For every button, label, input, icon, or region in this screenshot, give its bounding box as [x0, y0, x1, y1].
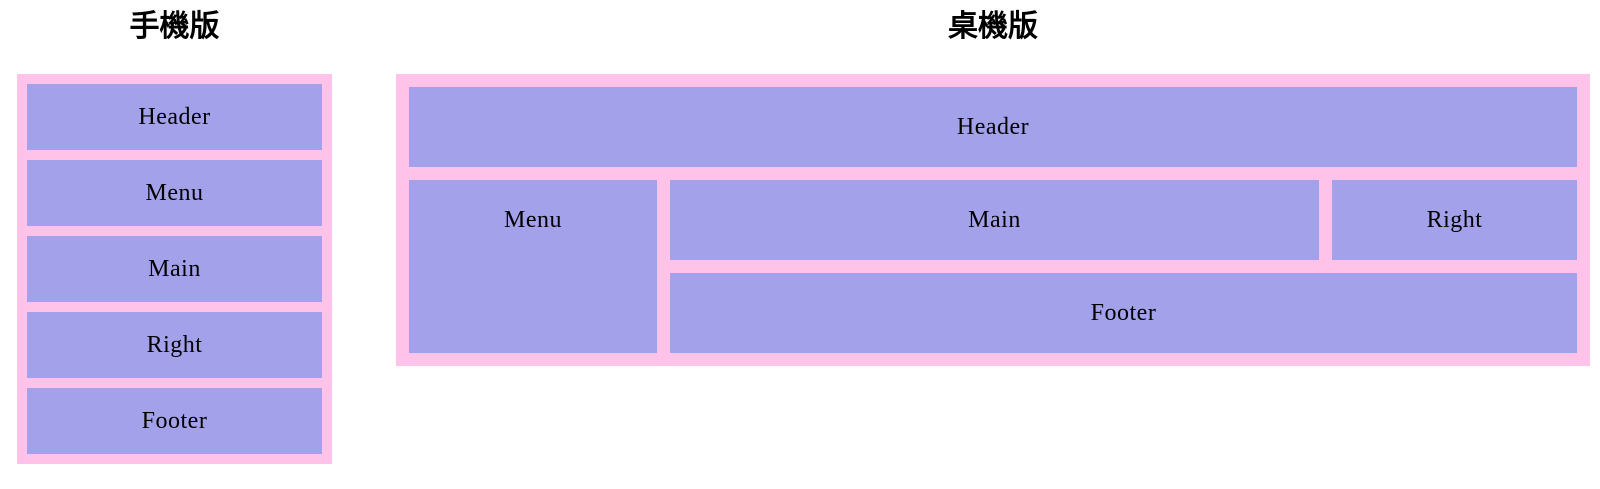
desktop-box-menu-labelstrip: Menu: [409, 180, 657, 260]
mobile-panel-title: 手機版: [129, 10, 220, 43]
mobile-box-right: Right: [27, 312, 322, 378]
desktop-box-footer-label: Footer: [1090, 299, 1157, 326]
desktop-box-right-label: Right: [1426, 206, 1483, 233]
desktop-box-menu: Menu: [409, 180, 657, 353]
desktop-box-main-labelstrip: Main: [670, 180, 1319, 260]
mobile-layout-panel: 手機版 Header Menu Main Right Footer: [17, 6, 332, 464]
desktop-box-footer: Footer: [670, 273, 1577, 353]
mobile-box-header-label: Header: [138, 103, 211, 130]
desktop-layout-panel: 桌機版 Header Menu Main Right: [396, 6, 1590, 366]
mobile-box-header: Header: [27, 84, 322, 150]
desktop-box-right: Right: [1332, 180, 1577, 260]
mobile-layout-container: Header Menu Main Right Footer: [17, 74, 332, 464]
mobile-box-right-label: Right: [146, 331, 203, 358]
desktop-layout-container: Header Menu Main Right Footer: [396, 74, 1590, 366]
desktop-box-header-labelstrip: Header: [409, 87, 1577, 167]
mobile-box-menu-label: Menu: [145, 179, 204, 206]
desktop-box-header: Header: [409, 87, 1577, 167]
desktop-box-header-label: Header: [956, 113, 1030, 140]
mobile-box-menu: Menu: [27, 160, 322, 226]
mobile-box-footer: Footer: [27, 388, 322, 454]
mobile-box-main-label: Main: [148, 255, 201, 282]
desktop-box-menu-label: Menu: [504, 206, 562, 233]
desktop-box-main-label: Main: [968, 206, 1021, 233]
desktop-box-footer-labelstrip: Footer: [670, 273, 1577, 353]
desktop-box-right-labelstrip: Right: [1332, 180, 1577, 260]
desktop-box-main: Main: [670, 180, 1319, 260]
mobile-box-footer-label: Footer: [141, 407, 208, 434]
mobile-box-main: Main: [27, 236, 322, 302]
desktop-panel-title: 桌機版: [948, 10, 1038, 43]
